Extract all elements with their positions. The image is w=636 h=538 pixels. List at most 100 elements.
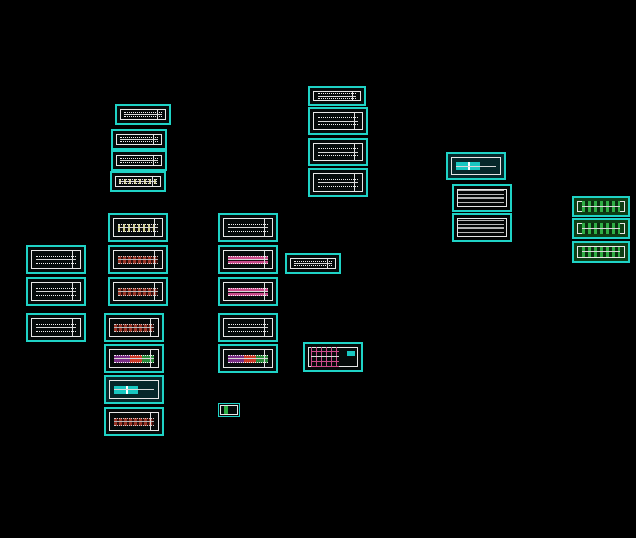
drawing-sheet[interactable] xyxy=(104,407,164,436)
sheet-border xyxy=(31,282,81,301)
sheet-border xyxy=(290,258,336,269)
drawing-sheet[interactable] xyxy=(452,213,512,242)
floor-plan-lines xyxy=(227,323,269,332)
sheet-border xyxy=(109,412,159,431)
floor-plan-lines xyxy=(35,255,77,264)
floor-plan-lines xyxy=(35,287,77,296)
drawing-sheet[interactable] xyxy=(308,138,368,166)
drawing-sheet[interactable] xyxy=(218,277,278,306)
drawing-sheet[interactable] xyxy=(108,277,168,306)
floor-plan-lines xyxy=(317,178,359,187)
sheet-border xyxy=(313,173,363,192)
title-block xyxy=(150,319,158,336)
title-block xyxy=(352,92,360,100)
sheet-border xyxy=(223,349,273,368)
floor-plan-lines xyxy=(317,148,359,156)
drawing-sheet[interactable] xyxy=(104,375,164,404)
title-block xyxy=(150,350,158,367)
drawing-sheet[interactable] xyxy=(446,152,506,180)
title-block xyxy=(354,144,362,160)
site-plan-graphics xyxy=(310,346,356,368)
floor-plan-lines xyxy=(317,117,359,125)
title-block xyxy=(153,156,161,165)
schedule-graphics xyxy=(581,223,621,234)
title-block xyxy=(153,135,161,144)
detail-graphics xyxy=(113,385,155,394)
title-block xyxy=(72,251,80,268)
title-block xyxy=(152,177,160,186)
floor-plan-lines xyxy=(294,260,333,267)
drawing-sheet[interactable] xyxy=(218,344,278,373)
drawing-sheet[interactable] xyxy=(218,313,278,342)
drawing-sheet[interactable] xyxy=(115,104,171,125)
title-block xyxy=(154,283,162,300)
drawing-sheet[interactable] xyxy=(285,253,341,274)
title-block xyxy=(72,319,80,336)
drawing-sheet[interactable] xyxy=(308,86,366,106)
title-block xyxy=(354,174,362,191)
sheet-border xyxy=(220,405,238,415)
floor-plan-lines xyxy=(124,111,163,118)
drawing-sheet[interactable] xyxy=(26,277,86,306)
sheet-border xyxy=(120,109,166,120)
drawing-sheet[interactable] xyxy=(218,245,278,274)
drawing-sheet[interactable] xyxy=(308,168,368,197)
drawing-sheet[interactable] xyxy=(111,150,167,171)
drawing-sheet[interactable] xyxy=(26,313,86,342)
drawing-sheet[interactable] xyxy=(572,241,630,263)
floor-plan-lines xyxy=(117,223,159,232)
title-block xyxy=(327,259,335,268)
sheet-border xyxy=(223,250,273,269)
sheet-border xyxy=(113,250,163,269)
schedule-graphics xyxy=(581,246,621,258)
sheet-border xyxy=(116,155,162,166)
floor-plan-lines xyxy=(113,417,155,426)
title-block xyxy=(264,350,272,367)
title-block xyxy=(154,251,162,268)
drawing-sheet[interactable] xyxy=(308,107,368,135)
notes-text-lines xyxy=(458,218,505,237)
detail-graphics xyxy=(224,406,228,414)
drawing-sheet[interactable] xyxy=(218,403,240,417)
floor-plan-lines xyxy=(227,223,269,232)
notes-text-lines xyxy=(458,188,505,208)
drawing-sheet[interactable] xyxy=(572,196,630,217)
drawing-sheet[interactable] xyxy=(108,213,168,242)
drawing-sheet[interactable] xyxy=(572,218,630,239)
floor-plan-lines xyxy=(120,157,159,164)
sheet-border xyxy=(109,349,159,368)
drawing-sheet[interactable] xyxy=(104,344,164,373)
sheet-border xyxy=(31,318,81,337)
sheet-border xyxy=(109,380,159,399)
floor-plan-lines xyxy=(113,323,155,332)
title-block xyxy=(354,113,362,129)
floor-plan-lines xyxy=(117,255,159,264)
floor-plan-lines xyxy=(317,93,357,99)
drawing-sheet[interactable] xyxy=(303,342,363,372)
drawing-sheet[interactable] xyxy=(108,245,168,274)
title-block xyxy=(264,251,272,268)
title-block xyxy=(150,413,158,430)
sheet-border xyxy=(31,250,81,269)
drawing-sheet[interactable] xyxy=(26,245,86,274)
sheet-border xyxy=(223,218,273,237)
title-block xyxy=(264,283,272,300)
sheet-border xyxy=(109,318,159,337)
sheet-border xyxy=(577,246,625,258)
sheet-border xyxy=(113,218,163,237)
sheet-border xyxy=(116,134,162,145)
detail-graphics xyxy=(455,162,497,170)
sheet-border xyxy=(313,143,363,161)
sheet-border xyxy=(115,176,161,187)
sheet-border xyxy=(313,91,361,101)
drawing-sheet[interactable] xyxy=(218,213,278,242)
title-block xyxy=(72,283,80,300)
floor-plan-lines xyxy=(227,255,269,264)
drawing-sheet[interactable] xyxy=(452,184,512,212)
drawing-sheet[interactable] xyxy=(104,313,164,342)
drawing-sheet[interactable] xyxy=(111,129,167,150)
floor-plan-lines xyxy=(117,287,159,296)
sheet-border xyxy=(313,112,363,130)
drawing-sheet[interactable] xyxy=(110,171,166,192)
